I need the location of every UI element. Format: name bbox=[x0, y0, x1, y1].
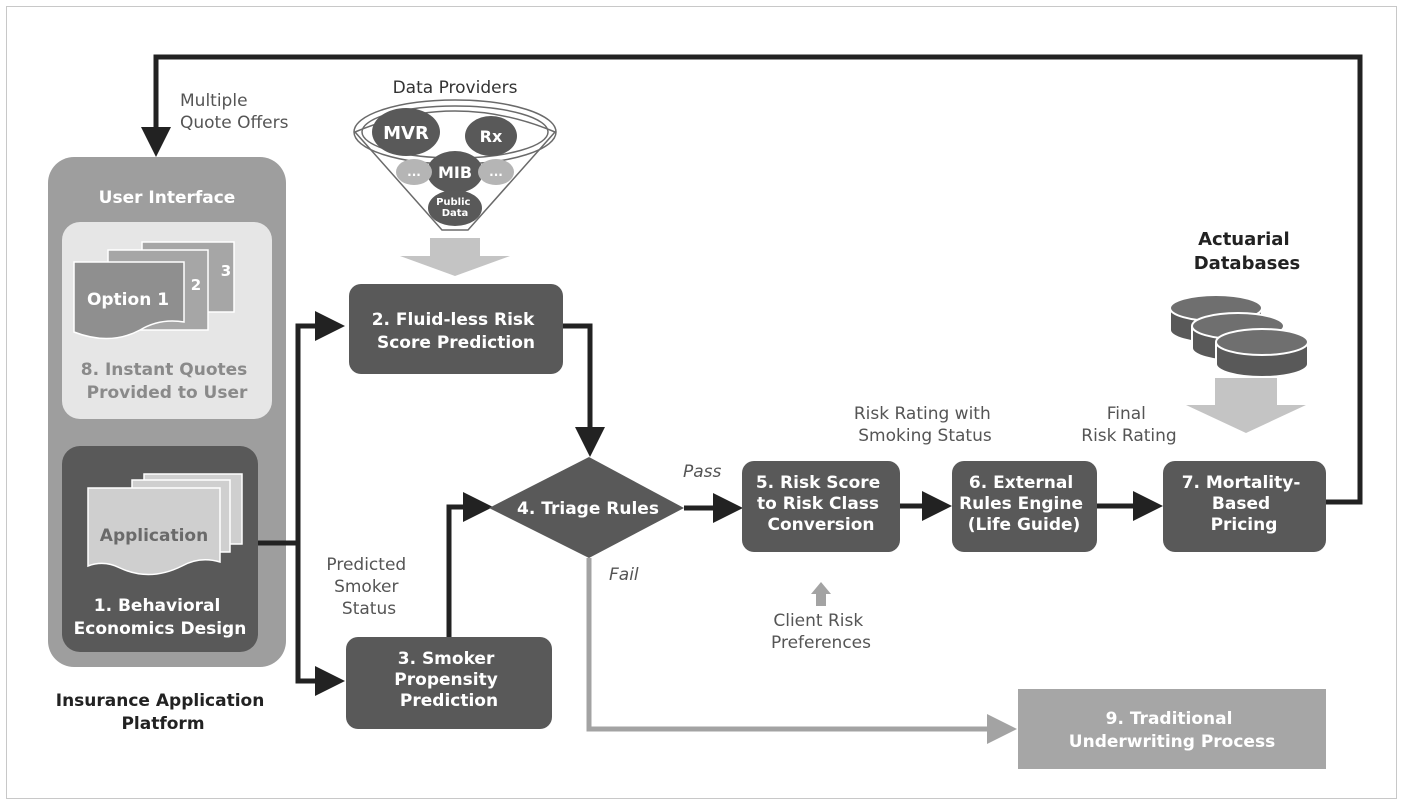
application-page-front bbox=[87, 487, 221, 576]
client-preferences-arrow bbox=[811, 582, 831, 606]
user-interface-title: User Interface bbox=[99, 188, 236, 208]
database-icon bbox=[1169, 294, 1309, 378]
mortality-pricing-box bbox=[1163, 461, 1326, 552]
multiple-quote-offers-label: Multiple Quote Offers bbox=[180, 91, 289, 133]
external-rules-engine-box bbox=[952, 461, 1097, 552]
external-rules-engine-label: 6. External Rules Engine (Life Guide) bbox=[959, 473, 1089, 535]
client-risk-preferences-label: Client Risk Preferences bbox=[771, 611, 871, 653]
smoker-propensity-label: 3. Smoker Propensity Prediction bbox=[394, 649, 503, 711]
ellipsis-right-label: ... bbox=[489, 165, 503, 179]
databases-to-pricing-arrow bbox=[1186, 378, 1306, 433]
ellipsis-right-provider bbox=[478, 159, 514, 185]
risk-rating-smoking-label: Risk Rating with Smoking Status bbox=[854, 404, 996, 446]
pass-label: Pass bbox=[683, 462, 722, 482]
instant-quotes-label: 8. Instant Quotes Provided to User bbox=[81, 360, 253, 403]
behavioral-economics-label: 1. Behavioral Economics Design bbox=[74, 596, 247, 639]
risk-class-conversion-label: 5. Risk Score to Risk Class Conversion bbox=[756, 473, 886, 535]
quote-option-1-label: Option 1 bbox=[87, 290, 169, 310]
mortality-pricing-label: 7. Mortality- Based Pricing bbox=[1182, 473, 1307, 535]
data-providers-funnel: MVR Rx MIB ... ... Public Data bbox=[353, 99, 557, 231]
mvr-provider bbox=[372, 108, 440, 156]
quote-offers-feedback-arrow bbox=[141, 54, 1363, 505]
mvr-label: MVR bbox=[383, 123, 429, 144]
fail-label: Fail bbox=[609, 565, 639, 585]
fluidless-risk-score-label: 2. Fluid-less Risk Score Prediction bbox=[372, 310, 541, 353]
predicted-smoker-label: Predicted Smoker Status bbox=[326, 555, 411, 619]
final-risk-rating-label: Final Risk Rating bbox=[1081, 404, 1176, 446]
quote-option-1-page bbox=[73, 261, 185, 340]
data-to-fluidless-arrow bbox=[400, 238, 510, 276]
public-data-provider bbox=[428, 190, 482, 226]
smoker-propensity-box bbox=[346, 637, 552, 729]
application-label: Application bbox=[100, 526, 208, 546]
data-providers-title: Data Providers bbox=[393, 78, 518, 98]
quote-option-pages: 3 2 Option 1 bbox=[73, 241, 235, 340]
actuarial-databases-title: Actuarial Databases bbox=[1194, 229, 1301, 274]
ellipsis-left-provider bbox=[396, 159, 432, 185]
fluidless-risk-score-box bbox=[349, 284, 563, 374]
to-fluidless-arrow bbox=[258, 311, 346, 546]
triage-rules-diamond bbox=[489, 457, 684, 558]
rx-provider bbox=[465, 116, 517, 156]
to-smoker-arrow bbox=[295, 543, 346, 696]
rx-label: Rx bbox=[480, 127, 503, 146]
mib-provider bbox=[427, 151, 483, 193]
smoker-to-triage-arrow bbox=[446, 492, 494, 637]
triage-rules-label: 4. Triage Rules bbox=[517, 499, 659, 519]
platform-label: Insurance Application Platform bbox=[56, 691, 271, 734]
mib-label: MIB bbox=[438, 163, 472, 182]
fluidless-to-triage-arrow bbox=[563, 323, 605, 458]
triage-fail-arrow bbox=[586, 558, 1018, 744]
risk-class-conversion-box bbox=[742, 461, 900, 552]
traditional-underwriting-box bbox=[1018, 689, 1326, 769]
public-data-label: Public Data bbox=[436, 197, 474, 219]
quote-option-2-label: 2 bbox=[191, 276, 201, 294]
application-pages: Application bbox=[87, 473, 243, 576]
ellipsis-left-label: ... bbox=[407, 165, 421, 179]
quote-option-3-label: 3 bbox=[221, 262, 231, 280]
traditional-underwriting-label: 9. Traditional Underwriting Process bbox=[1069, 709, 1275, 752]
